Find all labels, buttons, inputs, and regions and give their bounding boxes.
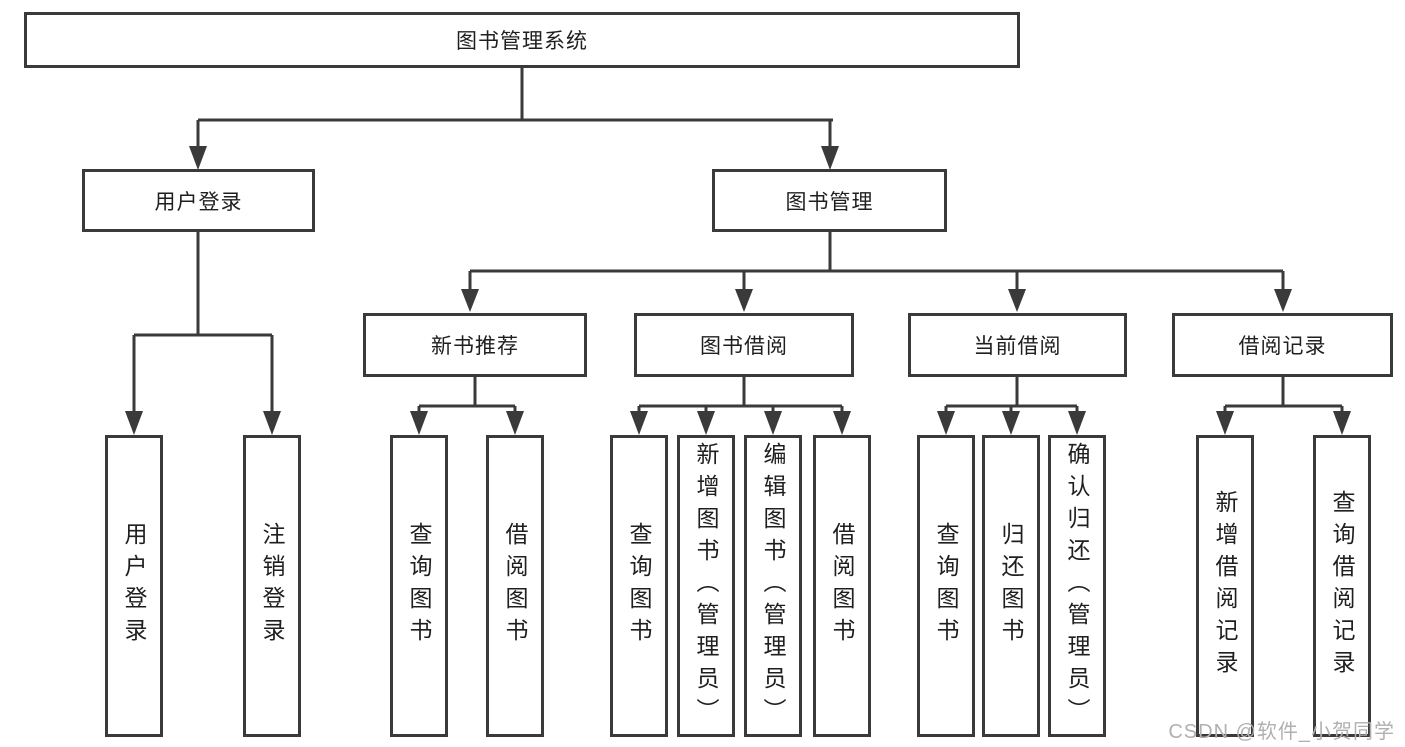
leaf-borrow-books-borrowing: 借阅图书 bbox=[813, 435, 871, 737]
leaf-return-books: 归还图书 bbox=[982, 435, 1040, 737]
csdn-watermark: CSDN @软件_小贺同学 bbox=[1168, 721, 1395, 743]
node-new-book-recommendation: 新书推荐 bbox=[363, 313, 587, 377]
leaf-add-borrow-record: 新增借阅记录 bbox=[1196, 435, 1254, 737]
leaf-query-books-borrowing: 查询图书 bbox=[610, 435, 668, 737]
leaf-borrow-books-recommend: 借阅图书 bbox=[486, 435, 544, 737]
node-root-library-system: 图书管理系统 bbox=[24, 12, 1020, 68]
leaf-logout: 注销登录 bbox=[243, 435, 301, 737]
node-user-login: 用户登录 bbox=[82, 169, 315, 232]
node-current-borrowing: 当前借阅 bbox=[908, 313, 1127, 377]
leaf-query-books-recommend: 查询图书 bbox=[390, 435, 448, 737]
leaf-user-login: 用户登录 bbox=[105, 435, 163, 737]
node-borrowing-records: 借阅记录 bbox=[1172, 313, 1393, 377]
node-book-borrowing: 图书借阅 bbox=[634, 313, 854, 377]
node-book-management: 图书管理 bbox=[712, 169, 947, 232]
leaf-query-borrow-record: 查询借阅记录 bbox=[1313, 435, 1371, 737]
leaf-confirm-return-admin: 确认归还（管理员） bbox=[1048, 435, 1106, 737]
leaf-add-books-admin: 新增图书（管理员） bbox=[677, 435, 735, 737]
leaf-edit-books-admin: 编辑图书（管理员） bbox=[744, 435, 802, 737]
leaf-query-books-current: 查询图书 bbox=[917, 435, 975, 737]
